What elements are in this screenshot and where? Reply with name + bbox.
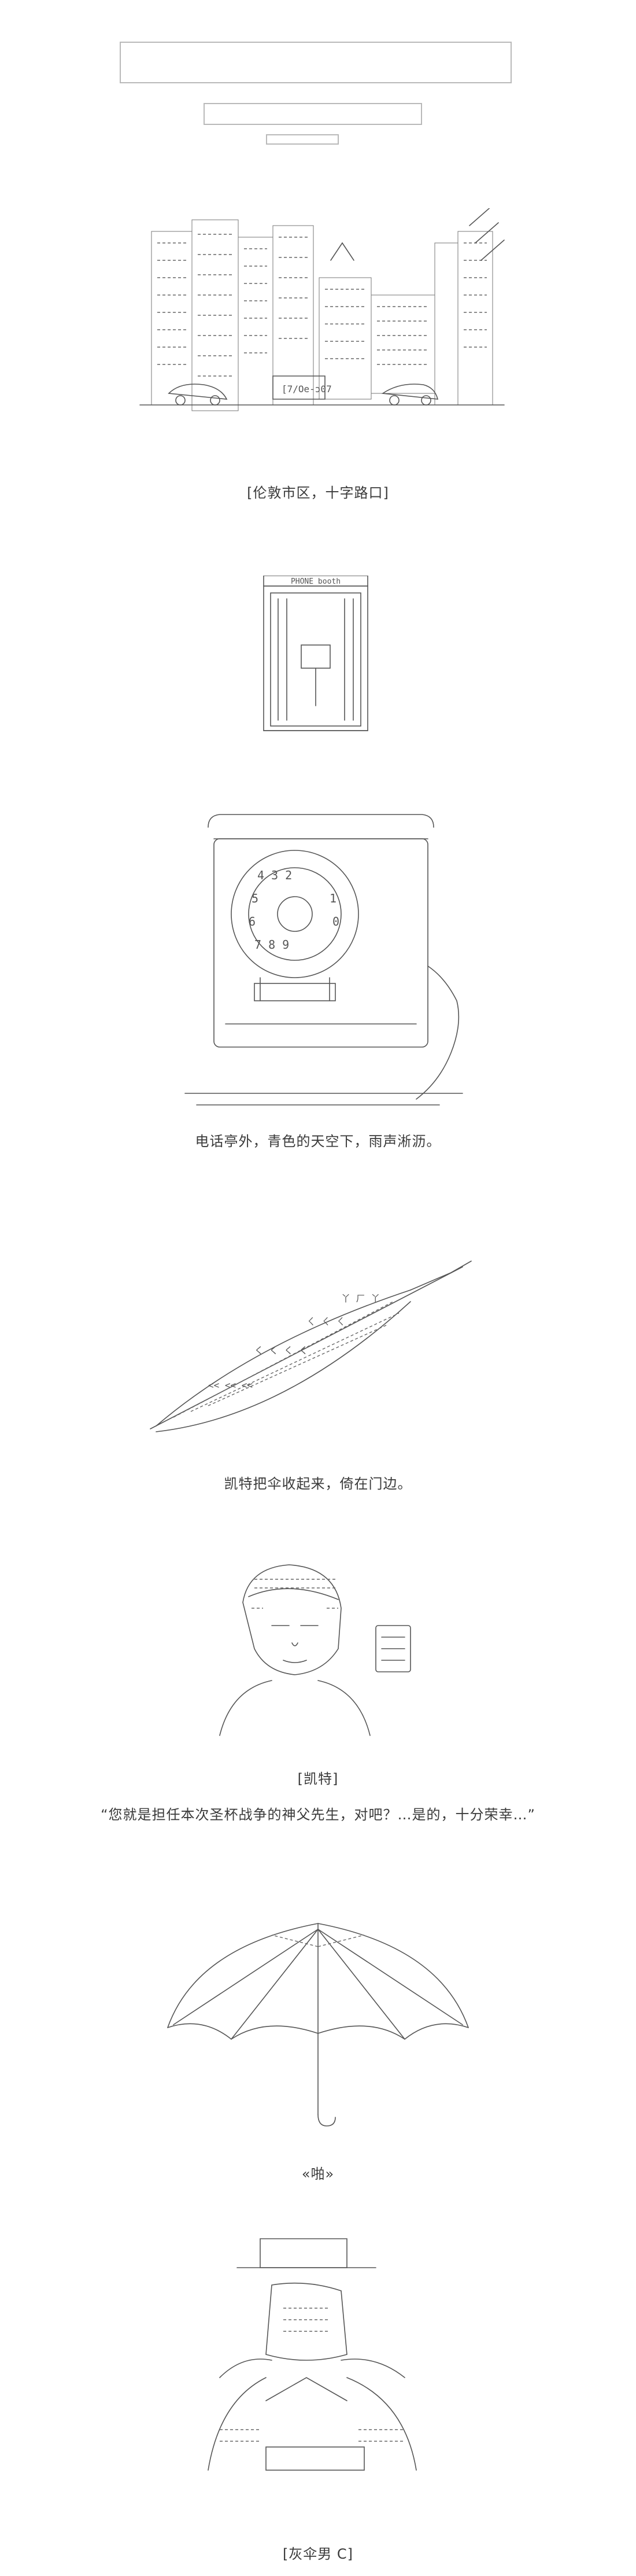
city-street-art: [7/Oe-ɔ07 [134, 208, 510, 463]
grey-umbrella-man-art [185, 2227, 451, 2487]
grey-man-caption: [灰伞男 C] [282, 2546, 354, 2562]
svg-text:く く く く: く く く く [254, 1345, 308, 1356]
svg-text:4 3 2: 4 3 2 [257, 868, 292, 882]
phone-caption: 电话亭外，青色的天空下，雨声淅沥。 [195, 1133, 441, 1149]
umbrella-caption: 凯特把伞收起来，倚在门边。 [224, 1476, 412, 1492]
svg-text:ㄑ ㄑ ㄑ: ㄑ ㄑ ㄑ [306, 1316, 345, 1327]
kate-portrait-art [208, 1556, 428, 1741]
title-box [120, 42, 512, 83]
svg-text:<< << <<: << << << [208, 1380, 253, 1391]
phone-booth-art: PHONE booth [258, 576, 374, 738]
svg-text:5: 5 [252, 891, 258, 905]
svg-text:0: 0 [332, 915, 339, 928]
kate-tag: [凯特] [297, 1771, 339, 1787]
svg-text:[7/Oe-ɔ07: [7/Oe-ɔ07 [282, 384, 332, 395]
folded-umbrella-art: 丫 ㄏ 丫 ㄑ ㄑ ㄑ く く く く << << << [139, 1255, 474, 1446]
kate-quote: “您就是担任本次圣杯战争的神父先生，对吧？…是的，十分荣幸…” [101, 1807, 535, 1823]
booth-sign: PHONE booth [291, 577, 341, 586]
svg-text:7 8 9: 7 8 9 [254, 938, 289, 952]
city-caption: [伦敦市区，十字路口] [247, 485, 389, 501]
svg-text:丫 ㄏ 丫: 丫 ㄏ 丫 [341, 1293, 380, 1304]
svg-text:6: 6 [249, 915, 256, 928]
open-umbrella-art [150, 1900, 486, 2132]
svg-text:1: 1 [330, 891, 337, 905]
hiss-sfx: «啪» [301, 2166, 335, 2182]
small-box [266, 134, 339, 145]
telephone-art: 4 3 2 5 1 6 0 7 8 9 [173, 804, 474, 1116]
subtitle-box [204, 103, 422, 125]
